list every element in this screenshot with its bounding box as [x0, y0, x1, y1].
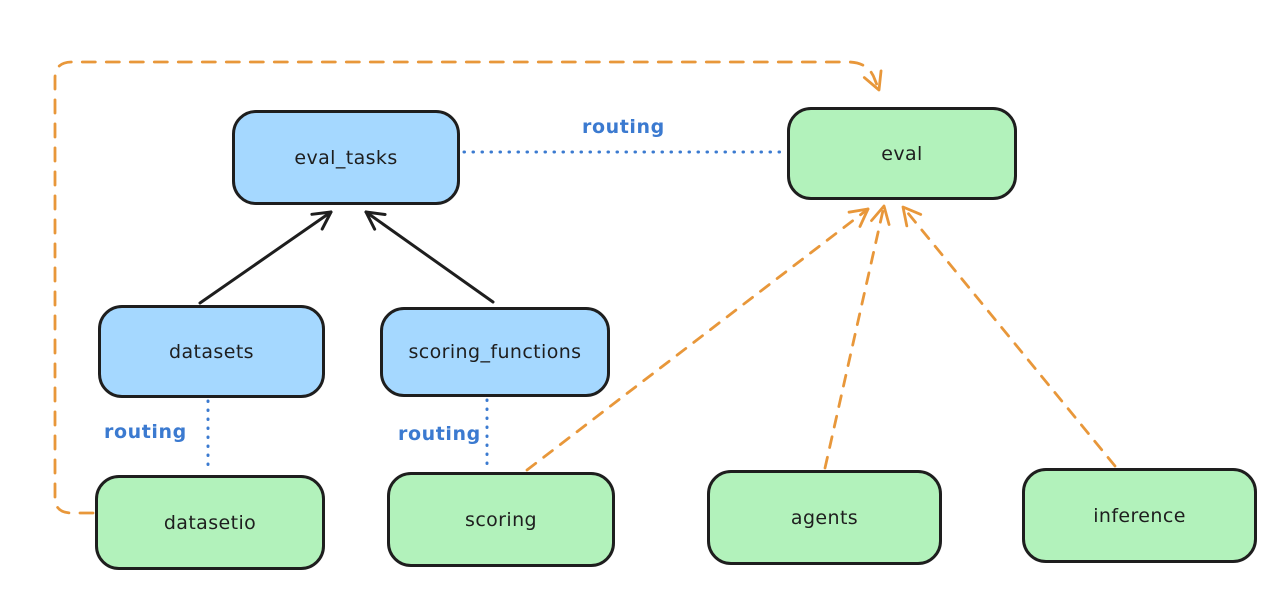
node-scoring[interactable]: scoring	[387, 472, 615, 567]
node-scoring-functions[interactable]: scoring_functions	[380, 307, 610, 397]
edge-scoring-functions-to-eval-tasks	[364, 210, 495, 304]
edge-datasets-to-eval-tasks	[198, 210, 333, 305]
edge-label-routing-scoring-functions-scoring: routing	[398, 423, 481, 445]
node-datasets-label: datasets	[169, 340, 254, 363]
node-inference[interactable]: inference	[1022, 468, 1257, 563]
node-datasetio-label: datasetio	[163, 511, 257, 534]
edge-agents-to-eval-dashed	[823, 204, 891, 470]
node-eval-tasks-label: eval_tasks	[294, 146, 398, 169]
node-inference-label: inference	[1093, 504, 1186, 527]
node-datasetio[interactable]: datasetio	[95, 475, 325, 570]
node-agents[interactable]: agents	[707, 470, 942, 565]
node-eval-label: eval	[881, 142, 923, 165]
node-datasets[interactable]: datasets	[98, 305, 325, 398]
node-eval[interactable]: eval	[787, 107, 1017, 200]
node-scoring-functions-label: scoring_functions	[408, 341, 582, 363]
edge-inference-to-eval-dashed	[901, 205, 1117, 468]
edge-label-routing-eval-tasks-eval: routing	[582, 116, 665, 138]
node-scoring-label: scoring	[465, 508, 537, 531]
node-agents-label: agents	[790, 506, 859, 529]
node-eval-tasks[interactable]: eval_tasks	[232, 110, 460, 205]
edge-label-routing-datasets-datasetio: routing	[104, 421, 187, 443]
edge-datasetio-to-eval-dashed	[53, 60, 883, 515]
edge-scoring-to-eval-dashed	[525, 207, 870, 472]
